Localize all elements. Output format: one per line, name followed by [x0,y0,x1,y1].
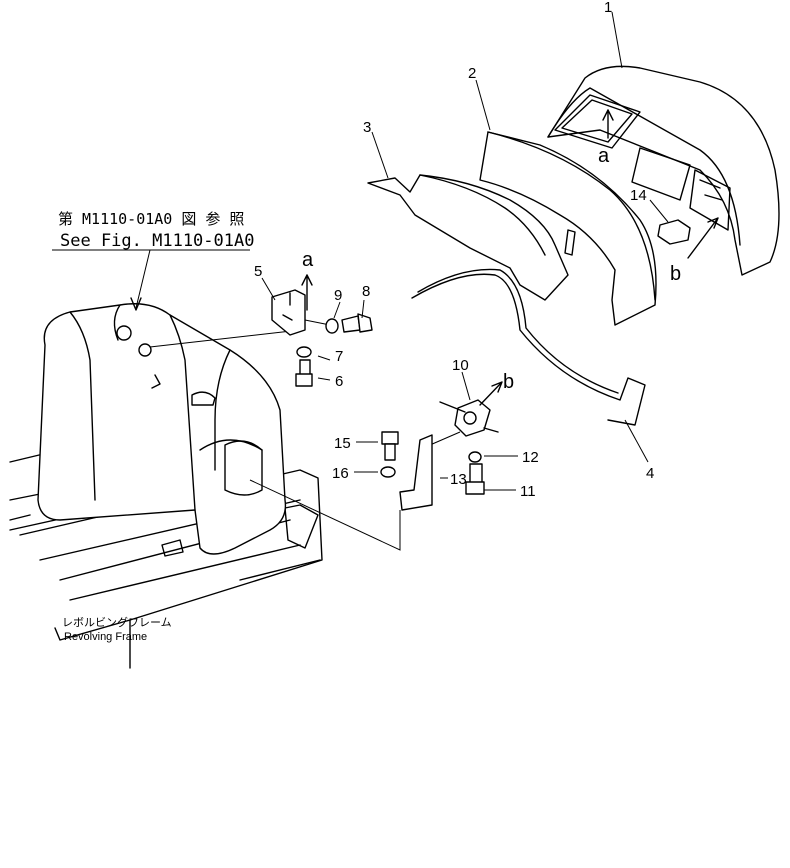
cover-part-2 [479,131,657,326]
callout-a-cover: a [598,145,610,167]
washer-part-16 [380,466,396,478]
leader-lines [261,11,719,491]
bolt-part-8 [341,313,373,333]
label-1: 1 [604,0,612,16]
frame-label-en: Revolving Frame [64,631,147,643]
label-2: 2 [468,65,476,82]
bracket-part-13 [399,434,433,511]
label-9: 9 [334,287,342,304]
reference-en: See Fig. M1110-01A0 [60,231,254,251]
washer-part-9 [325,318,339,334]
callout-a-bracket: a [302,249,314,271]
cover-part-1 [547,65,780,276]
label-13: 13 [450,471,467,488]
bolt-part-15 [381,431,399,461]
cover-part-3 [367,174,569,301]
label-5: 5 [254,263,262,280]
fuel-tank [37,303,287,555]
label-4: 4 [646,465,654,482]
label-14: 14 [630,187,647,204]
label-15: 15 [334,435,351,452]
washer-part-7 [296,346,312,358]
reference-note: 第 M1110-01A0 図 参 照 See Fig. M1110-01A0 [52,210,254,311]
clip-part-14 [657,219,691,245]
label-12: 12 [522,449,539,466]
washer-part-12 [468,451,482,463]
label-3: 3 [363,119,371,136]
reference-jp: 第 M1110-01A0 図 参 照 [58,210,244,228]
label-10: 10 [452,357,469,374]
callout-b-cover: b [670,263,681,285]
callout-b-switch: b [503,371,514,393]
label-16: 16 [332,465,349,482]
label-7: 7 [335,348,343,365]
callout-letters: a a b b [302,145,681,393]
label-8: 8 [362,283,370,300]
part-number-labels: 1 2 3 4 5 6 7 8 9 10 11 12 13 14 15 16 [254,0,654,500]
seal-part-4 [411,268,646,426]
frame-label-jp: レボルビングフレーム [62,615,172,629]
bolt-part-11 [465,463,485,495]
label-11: 11 [520,483,536,500]
bracket-part-5 [271,289,306,336]
bolt-part-6 [295,359,313,387]
label-6: 6 [335,373,343,390]
switch-part-10 [439,399,499,437]
